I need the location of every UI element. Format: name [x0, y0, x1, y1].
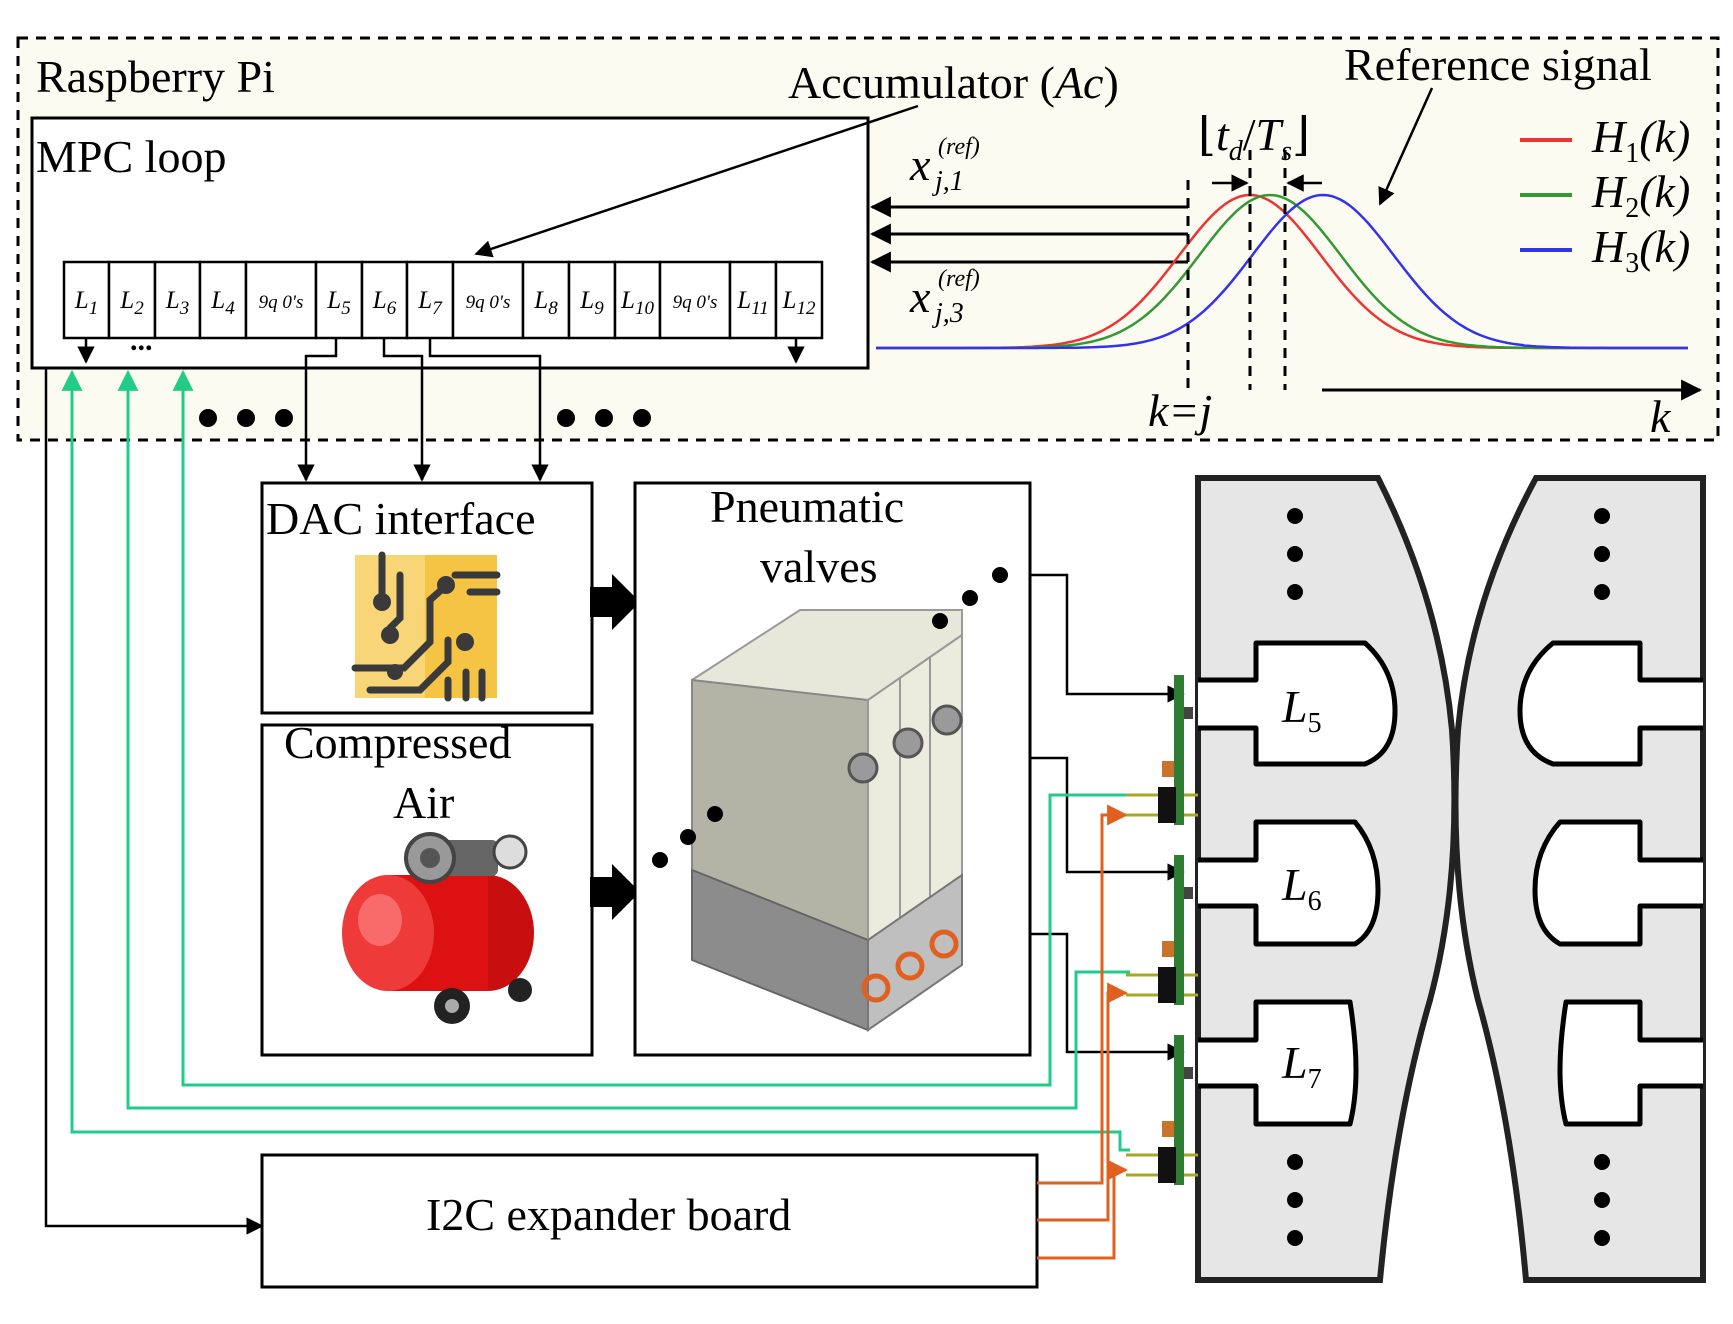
compressor-icon: [342, 832, 534, 1024]
l7-to-dac-wire: [428, 338, 549, 482]
acc-cell: [774, 260, 824, 340]
x-ref-top-sub: j,1: [932, 166, 964, 197]
pressure-sensor-boards: [1126, 675, 1198, 1185]
valves-dots-upper: [932, 567, 1008, 629]
chamber-l5-label: L5: [1281, 681, 1322, 739]
i2c-wire-l6: [1037, 982, 1129, 1222]
rpi-dots-right: [557, 409, 651, 427]
x-ref-top-sup: (ref): [938, 134, 980, 160]
dac-to-valves-arrow: [590, 574, 640, 630]
acc-cell: [244, 260, 318, 340]
acc-cell-label: L8: [533, 287, 558, 319]
reference-curve-3: [876, 193, 1688, 350]
legend-h2: H2(k): [1591, 166, 1690, 224]
acc-cell-label: L12: [782, 287, 816, 319]
acc-cell: [451, 260, 525, 340]
acc-cell-label: 9q 0's: [466, 292, 511, 313]
i2c-expander-label: I2C expander board: [426, 1189, 791, 1240]
accumulator-cells: L1 L2 L3 L4 9q 0's L5 L6 L7 9q 0's L8 L9 L10 9q 0's L…: [62, 260, 824, 340]
acc-cell-label: L2: [119, 287, 144, 319]
reference-signal-label: Reference signal: [1344, 39, 1652, 90]
accumulator-arrow: [474, 104, 919, 258]
sensor-board: [1126, 1035, 1198, 1185]
valve-wire-l6: [1030, 756, 1185, 881]
chambers-right: [1517, 640, 1703, 1127]
legend: H1(k) H2(k) H3(k): [1520, 111, 1690, 279]
x-ref-bottom-sub: j,3: [932, 298, 964, 329]
chamber-l7-label: L7: [1281, 1037, 1322, 1095]
reference-curves: [876, 193, 1688, 350]
acc-cell-label: L11: [736, 287, 769, 319]
sensor-board: [1126, 855, 1198, 1005]
i2c-expander-box: [260, 1153, 1039, 1289]
finger-dots: [1287, 508, 1610, 1246]
air-to-valves-arrow: [590, 864, 640, 920]
pneumatic-valves-label-1: Pneumatic: [710, 481, 904, 532]
acc-cell-label: L6: [372, 287, 397, 319]
valves-dots-lower: [652, 806, 723, 868]
chambers-left: [1198, 640, 1398, 1127]
acc-cell: [314, 260, 364, 340]
i2c-wire-l7: [1037, 1159, 1129, 1260]
legend-h3: H3(k): [1591, 221, 1690, 279]
acc-cell-label: L4: [210, 287, 235, 319]
sensor-wire-l6: [117, 369, 1130, 1110]
acc-cell: [613, 260, 662, 340]
chamber-l7: [1198, 999, 1359, 1127]
compressed-air-label-1: Compressed: [284, 717, 511, 768]
l5-to-dac-wire: [297, 338, 338, 482]
acc-cell-label: L3: [165, 287, 189, 319]
dac-interface-label: DAC interface: [266, 493, 536, 544]
i2c-wire-l5: [1037, 804, 1129, 1185]
accumulator-label: Accumulator (Ac): [788, 57, 1119, 108]
raspberry-pi-label: Raspberry Pi: [36, 51, 275, 102]
rpi-to-i2c-wire: [44, 368, 264, 1235]
mpc-cells-ellipsis: ...: [130, 324, 153, 357]
kj-label: k=j: [1148, 385, 1212, 436]
acc-cell-label: L10: [620, 287, 654, 319]
l6-to-dac-wire: [382, 338, 431, 482]
acc-cell: [198, 260, 248, 340]
sensor-board: [1126, 675, 1198, 825]
valve-wire-l5: [1030, 573, 1185, 703]
acc-cell-label: 9q 0's: [259, 292, 304, 313]
chamber-l5: [1198, 640, 1398, 767]
rpi-dots-left: [199, 409, 293, 427]
legend-h1: H1(k): [1591, 111, 1690, 169]
compressed-air-label-2: Air: [393, 777, 454, 828]
chamber-l6: [1198, 819, 1381, 947]
acc-cell: [728, 260, 778, 340]
acc-cell-label: 9q 0's: [673, 292, 718, 313]
valve-manifold-icon: [691, 609, 963, 1032]
sensor-wire-l5: [172, 369, 1130, 1087]
dac-chip-icon: [351, 551, 501, 702]
acc-cell: [405, 260, 455, 340]
x-ref-bottom-sup: (ref): [938, 266, 980, 292]
acc-cell: [360, 260, 409, 340]
acc-cell-label: L9: [579, 287, 604, 319]
acc-cell: [658, 260, 732, 340]
k-axis-label: k: [1650, 391, 1672, 442]
chamber-l6-label: L6: [1281, 859, 1322, 917]
mpc-loop-label: MPC loop: [36, 131, 226, 182]
x-ref-bottom-label: x: [909, 271, 931, 322]
acc-cell-label: L1: [74, 287, 98, 319]
x-ref-top-label: x: [909, 139, 931, 190]
acc-cell-label: L5: [326, 287, 350, 319]
acc-cell-label: L7: [417, 287, 443, 319]
pneumatic-valves-label-2: valves: [760, 541, 878, 592]
delay-label: ⌊td/Ts⌋: [1198, 109, 1310, 167]
reference-signal-arrow: [1378, 87, 1434, 206]
sensor-wire-l7: [61, 369, 1130, 1152]
